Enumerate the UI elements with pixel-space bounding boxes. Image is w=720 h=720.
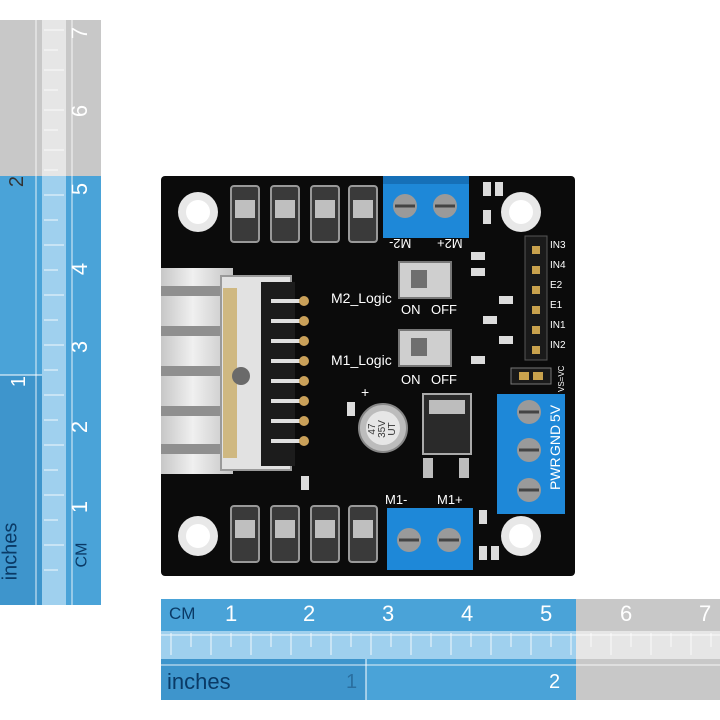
header-pin-label: IN4 xyxy=(550,260,566,271)
ruler-number: 2 xyxy=(6,175,29,188)
label-on-1: ON xyxy=(401,302,421,317)
board-graphic xyxy=(161,176,575,576)
ruler-number: 1 xyxy=(67,500,93,514)
header-pin-label: E1 xyxy=(550,300,563,311)
label-gnd: GND xyxy=(547,424,563,456)
ruler-number: 6 xyxy=(620,601,633,626)
label-m1-plus: M1+ xyxy=(437,492,463,507)
ruler-units-cm: CM xyxy=(73,542,91,568)
label-pwr: PWR xyxy=(547,457,563,490)
label-vs-vc: VS=VC xyxy=(557,365,566,392)
header-pin-label: E2 xyxy=(550,280,563,291)
ruler-number: 2 xyxy=(67,420,93,434)
ruler-units-inches: inches xyxy=(167,669,231,694)
label-off-2: OFF xyxy=(431,372,457,387)
horizontal-ruler-graphic xyxy=(161,599,720,700)
header-pin-label: IN3 xyxy=(550,240,566,251)
horizontal-ruler: CM 1 2 3 4 5 6 7 inches 1 2 xyxy=(161,599,720,700)
ruler-number: 1 xyxy=(225,601,238,626)
vertical-ruler-graphic xyxy=(0,20,101,605)
ruler-number: 3 xyxy=(67,340,93,354)
ruler-number: 5 xyxy=(67,182,93,196)
ruler-number: 2 xyxy=(303,601,316,626)
header-pin-label: IN1 xyxy=(550,320,566,331)
label-m2-logic: M2_Logic xyxy=(331,290,392,306)
label-off-1: OFF xyxy=(431,302,457,317)
ruler-number: 5 xyxy=(540,601,553,626)
motor-driver-board: M2- M2+ M2_Logic ON OFF M1_Logic ON OFF … xyxy=(161,176,575,576)
ruler-number: 4 xyxy=(67,262,93,276)
ruler-number: 4 xyxy=(461,601,474,626)
label-5v: 5V xyxy=(547,404,563,422)
ruler-units-cm: CM xyxy=(169,604,196,623)
heatsink xyxy=(161,268,295,474)
vertical-ruler: 7 6 5 4 3 2 1 CM 2 1 inches xyxy=(0,20,101,605)
label-on-2: ON xyxy=(401,372,421,387)
ruler-number: 7 xyxy=(699,601,712,626)
label-m2-plus: M2+ xyxy=(437,236,463,251)
ruler-number: 7 xyxy=(67,26,93,40)
label-m1-logic: M1_Logic xyxy=(331,352,392,368)
ruler-number: 2 xyxy=(549,671,561,693)
ruler-number: 3 xyxy=(382,601,395,626)
label-cap-value: 47 35V UT xyxy=(367,404,398,454)
label-cap-polarity: + xyxy=(361,384,370,400)
cap-series-text: UT xyxy=(387,422,398,436)
label-m2-minus: M2- xyxy=(389,236,412,251)
ruler-number: 1 xyxy=(346,671,358,693)
ruler-units-inches: inches xyxy=(0,522,22,581)
ruler-number: 1 xyxy=(8,375,31,388)
header-pin-label: IN2 xyxy=(550,340,566,351)
ruler-number: 6 xyxy=(67,104,93,118)
label-m1-minus: M1- xyxy=(385,492,408,507)
